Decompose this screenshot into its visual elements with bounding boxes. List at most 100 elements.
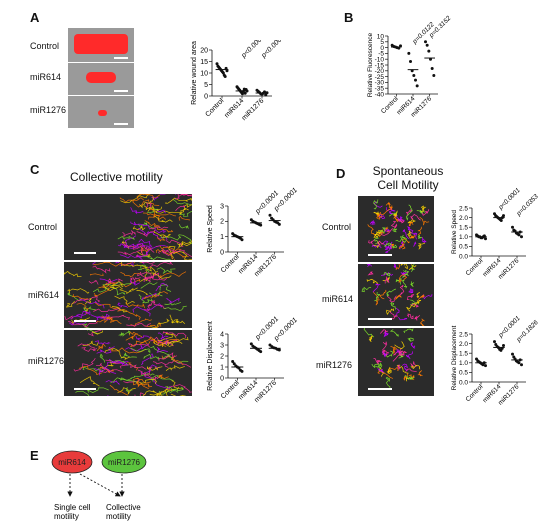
cell-track [89,273,104,276]
data-point [240,369,244,373]
data-point [415,84,419,88]
cell-track [152,361,169,368]
data-point [232,362,236,366]
data-point [215,62,219,66]
data-point [407,51,411,55]
panel-c-title: Collective motility [70,170,163,184]
data-point [277,222,281,226]
cell-track [178,234,192,244]
data-point [520,363,523,367]
cell-track [140,269,148,282]
cell-track [91,330,103,335]
cell-track [406,293,415,301]
cell-track [390,345,398,355]
cell-track [128,331,143,338]
cell-track [156,235,169,242]
cell-track [75,390,90,396]
y-axis-label: Relative wound area [191,41,198,105]
cell-track [145,276,168,281]
wound-area [98,110,107,116]
cell-track [132,377,151,384]
spontaneous-image-mir1276 [358,328,434,396]
cell-track [385,376,391,389]
cell-track [136,194,161,201]
cell-track [416,292,420,299]
cell-track [92,265,111,274]
cell-track [155,282,169,292]
cell-track [120,194,150,204]
y-tick-label: -25 [375,74,385,81]
cell-track [397,218,405,224]
cell-track [142,389,173,396]
data-point [221,71,225,75]
cell-track [377,240,384,246]
data-point [424,40,427,44]
cell-track [396,364,409,374]
cell-track [90,313,110,319]
cell-track [397,363,401,371]
y-tick-label: 15 [200,59,208,66]
cell-track [383,331,389,338]
cell-track [378,213,386,220]
motility-image-mir614 [64,262,192,328]
mir1276-node-label: miR1276 [108,458,141,467]
cell-track [413,241,417,247]
cell-track [94,302,120,309]
cell-track [386,207,396,215]
panel-d-title-line1: Spontaneous [372,164,444,178]
panel-d-title: Spontaneous Cell Motility [360,164,456,192]
cell-track [156,267,176,275]
cell-track [373,358,382,365]
motility-image-control [64,194,192,260]
cell-track [109,384,129,396]
y-tick-label: 0 [380,45,384,52]
cell-track [395,307,400,316]
cell-track [119,364,147,370]
cell-track [149,209,156,219]
cell-track [130,277,141,283]
cell-track [383,228,391,232]
cell-track [393,210,398,218]
cell-track [363,328,375,338]
scale-bar [114,90,128,92]
cell-track [106,316,122,325]
p-value-label: p<0.0001 [260,40,287,60]
data-point [259,223,263,227]
cell-track [136,289,149,295]
cell-track [373,199,379,210]
cell-track [158,352,177,361]
motility-image-mir1276 [64,330,192,396]
cell-track [105,380,120,386]
cell-track [132,199,160,208]
row-label-control: Control [322,222,352,232]
y-tick-label: -30 [375,80,385,87]
y-tick-label: 10 [200,70,208,77]
cell-track [119,197,145,203]
cell-track [64,315,73,321]
cell-track [146,366,163,371]
y-axis-label: Relative Displacement [207,321,214,391]
cell-track [138,294,154,304]
cell-track [117,308,141,320]
cell-track [117,235,135,240]
cell-track [136,229,156,237]
scale-bar [368,388,392,390]
cell-track [120,352,137,359]
cell-track [87,330,99,335]
cell-track [414,314,421,322]
cell-track [377,370,394,379]
cell-track [370,220,376,225]
cell-track [153,339,183,347]
cell-track [165,239,184,248]
cell-track [119,287,138,295]
cell-track [155,245,182,251]
cell-track [405,351,413,360]
cell-track [406,303,417,312]
cell-track [398,274,408,283]
panel-label-e: E [30,448,39,463]
cell-track [120,271,141,278]
y-tick-label: -35 [375,86,385,93]
cell-track [417,235,422,239]
y-tick-label: 1 [220,234,224,241]
data-point [259,350,263,354]
